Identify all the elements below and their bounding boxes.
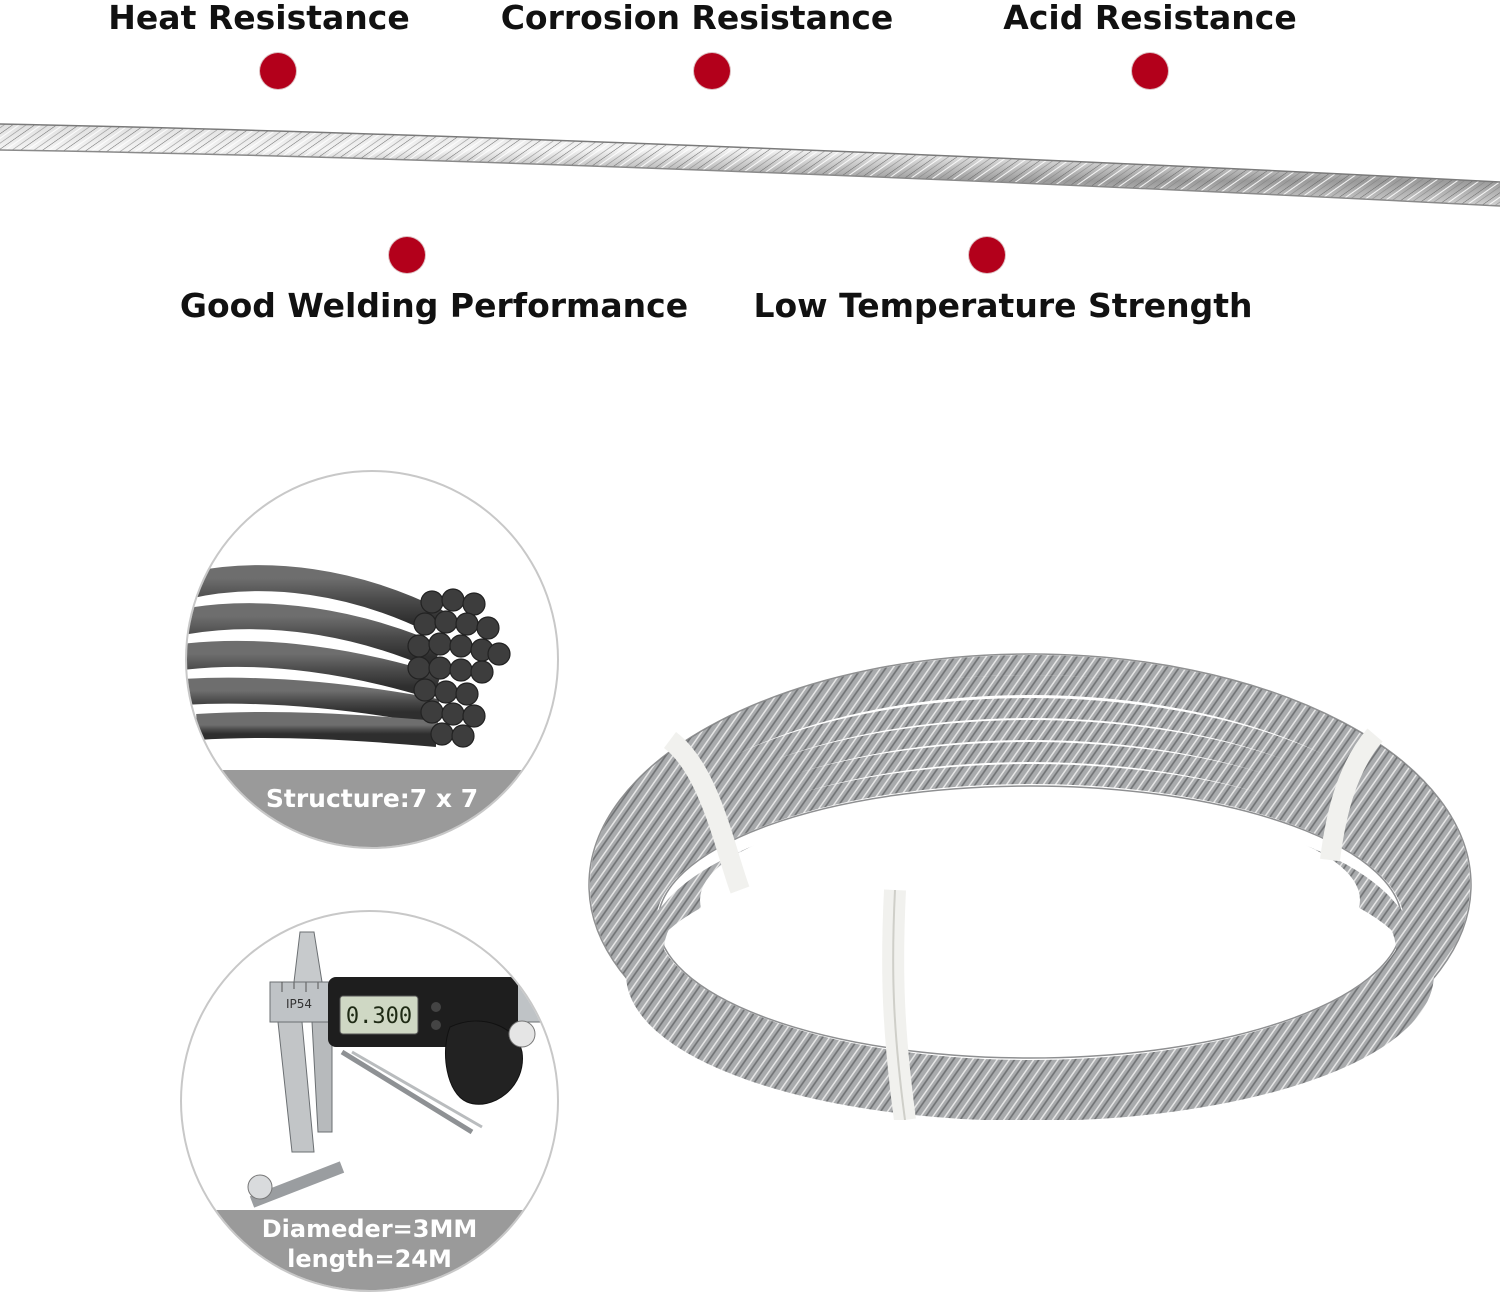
feature-heat-resistance: Heat Resistance [108, 0, 410, 37]
caliper-inset: 0.300 IP54 Diameder=3MM length=24M [180, 910, 559, 1292]
feature-corrosion-resistance: Corrosion Resistance [500, 0, 894, 37]
wire-rope-coil [588, 653, 1472, 1120]
caliper-reading: 0.300 [346, 1004, 412, 1029]
diameter-label: Diameder=3MM [261, 1215, 478, 1243]
structure-label: Structure:7 x 7 [187, 770, 557, 847]
wire-rope-straight [0, 123, 1500, 207]
length-label: length=24M [287, 1245, 452, 1273]
red-dot-icon [389, 237, 425, 273]
feature-low-temperature-strength: Low Temperature Strength [753, 286, 1253, 325]
digital-caliper-image: 0.300 IP54 [247, 931, 557, 1208]
cable-tie [882, 889, 916, 1120]
red-dot-icon [260, 53, 296, 89]
wire-strands-image [187, 565, 511, 748]
feature-good-welding-performance: Good Welding Performance [179, 286, 689, 325]
red-dot-icon [969, 237, 1005, 273]
feature-acid-resistance: Acid Resistance [1003, 0, 1297, 37]
structure-inset: Structure:7 x 7 [185, 470, 559, 849]
cable-tie [663, 732, 750, 894]
red-dot-icon [694, 53, 730, 89]
caliper-ip-mark: IP54 [286, 997, 312, 1011]
cable-tie [1320, 728, 1383, 862]
red-dot-icon [1132, 53, 1168, 89]
dimensions-band: Diameder=3MM length=24M [182, 1210, 557, 1290]
